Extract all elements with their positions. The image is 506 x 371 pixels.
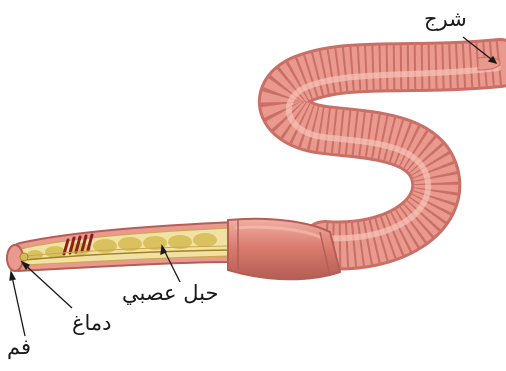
label-anus: شرج <box>424 9 467 30</box>
label-nerve-cord: حبل عصبي <box>122 283 218 304</box>
label-brain: دماغ <box>72 313 112 334</box>
label-mouth: فم <box>7 337 31 358</box>
brain <box>20 253 28 261</box>
pointer-mouth <box>11 272 25 336</box>
